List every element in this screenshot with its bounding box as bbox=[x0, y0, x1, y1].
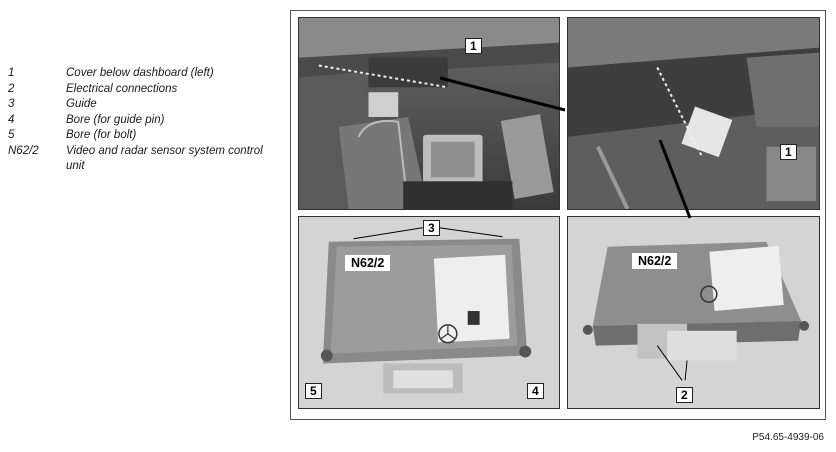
legend-text: Video and radar sensor system control un… bbox=[66, 144, 263, 173]
legend: 1 Cover below dashboard (left) 2 Electri… bbox=[8, 66, 278, 175]
legend-text: Cover below dashboard (left) bbox=[66, 67, 214, 79]
figure-frame: 1 1 bbox=[290, 10, 826, 420]
legend-key: 1 bbox=[8, 67, 15, 79]
legend-key: 4 bbox=[8, 113, 15, 126]
callout-5: 5 bbox=[305, 383, 322, 399]
unit-label: N62/2 bbox=[632, 253, 678, 269]
legend-text: Guide bbox=[66, 98, 97, 110]
legend-row: 3 Guide bbox=[8, 97, 278, 113]
callout-1: 1 bbox=[780, 144, 797, 160]
figure-id: P54.65-4939-06 bbox=[752, 432, 824, 443]
legend-text: Bore (for guide pin) bbox=[66, 113, 165, 126]
control-unit-top-illustration bbox=[299, 217, 559, 408]
callout-3: 3 bbox=[423, 220, 440, 236]
unit-label: N62/2 bbox=[345, 255, 391, 271]
legend-text: Bore (for bolt) bbox=[66, 129, 137, 141]
callout-1: 1 bbox=[465, 38, 482, 54]
legend-key: 3 bbox=[8, 98, 15, 110]
legend-row: 2 Electrical connections bbox=[8, 82, 278, 98]
legend-row: 1 Cover below dashboard (left) bbox=[8, 66, 278, 82]
photo-control-unit-angle: N62/2 2 bbox=[567, 216, 820, 409]
legend-row: 4 Bore (for guide pin) bbox=[8, 113, 278, 129]
photo-footwell: 1 bbox=[298, 17, 560, 210]
dashboard-illustration bbox=[568, 18, 819, 209]
legend-key: N62/2 bbox=[8, 144, 39, 157]
legend-row: N62/2 Video and radar sensor system cont… bbox=[8, 144, 278, 175]
callout-2: 2 bbox=[676, 387, 693, 403]
control-unit-angle-illustration bbox=[568, 217, 819, 408]
footwell-illustration bbox=[299, 18, 559, 209]
photo-control-unit-top: N62/2 3 5 4 bbox=[298, 216, 560, 409]
legend-key: 2 bbox=[8, 82, 15, 95]
photo-under-dashboard: 1 bbox=[567, 17, 820, 210]
legend-text: Electrical connections bbox=[66, 82, 178, 95]
legend-row: 5 Bore (for bolt) bbox=[8, 128, 278, 144]
legend-key: 5 bbox=[8, 129, 15, 141]
callout-4: 4 bbox=[527, 383, 544, 399]
